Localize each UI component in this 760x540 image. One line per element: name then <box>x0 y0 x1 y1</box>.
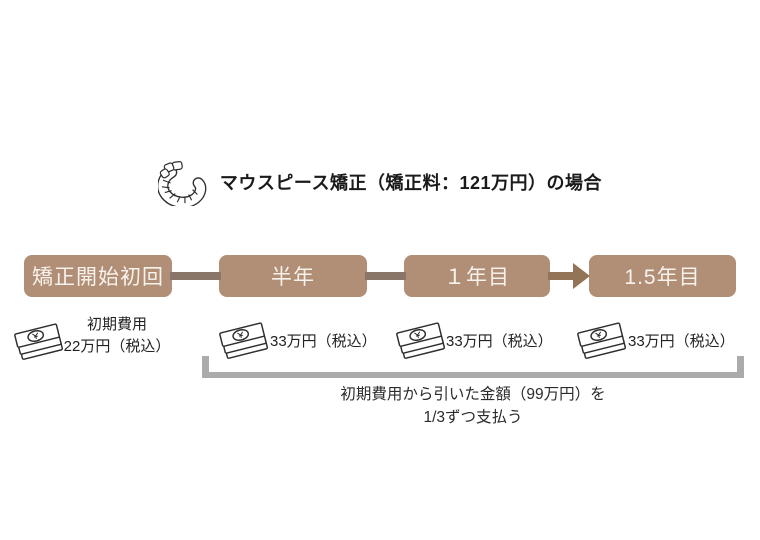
payment-note: 初期費用から引いた金額（99万円）を 1/3ずつ支払う <box>202 383 744 429</box>
money-bills-icon <box>396 320 448 362</box>
stage-box-half-year: 半年 <box>219 255 367 297</box>
stage-box-year-1: １年目 <box>404 255 550 297</box>
arrow-right-icon <box>548 261 591 291</box>
stage-box-start: 矯正開始初回 <box>24 255 172 297</box>
diagram-title: マウスピース矯正（矯正料：121万円）の場合 <box>219 173 603 193</box>
payment-initial: 初期費用 22万円（税込） <box>52 314 182 358</box>
money-bills-icon <box>577 320 629 362</box>
grouping-bracket <box>202 356 744 378</box>
money-bills-icon <box>14 321 66 363</box>
payment-year-1-5: 33万円（税込） <box>628 333 735 350</box>
payment-year-1: 33万円（税込） <box>446 333 553 350</box>
money-bills-icon <box>219 320 271 362</box>
diagram-header: マウスピース矯正（矯正料：121万円）の場合 <box>0 156 760 209</box>
payment-half-year: 33万円（税込） <box>270 333 377 350</box>
payment-note-line1: 初期費用から引いた金額（99万円）を <box>340 386 606 403</box>
payment-initial-label: 初期費用 <box>86 316 147 333</box>
teeth-icon <box>156 160 208 209</box>
payment-note-line2: 1/3ずつ支払う <box>423 409 523 426</box>
connector-line-2 <box>365 272 406 280</box>
stage-box-year-1-5: 1.5年目 <box>589 255 736 297</box>
payment-initial-amount: 22万円（税込） <box>63 338 171 355</box>
connector-line-1 <box>170 272 221 280</box>
